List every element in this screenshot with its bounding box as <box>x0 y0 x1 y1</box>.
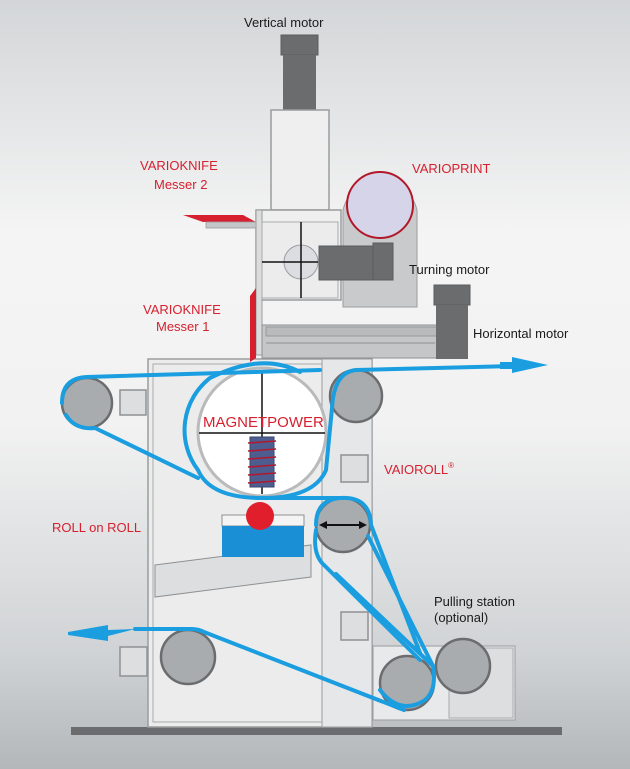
label-messer-1: Messer 1 <box>156 319 209 334</box>
registered-mark: ® <box>448 461 454 470</box>
bracket-blocks <box>119 389 369 677</box>
knife-head <box>255 209 342 356</box>
outfeed-arrow <box>500 357 548 373</box>
roller-bottom-left <box>159 628 217 686</box>
magnet-coil <box>249 436 275 488</box>
label-magnetpower: MAGNETPOWER <box>203 414 324 431</box>
base-plate <box>71 727 562 735</box>
infeed-arrow <box>68 625 135 641</box>
roller-pulling-2 <box>434 637 492 695</box>
varioknife-1-blade <box>250 288 256 362</box>
label-pulling-station: Pulling station <box>434 594 515 609</box>
label-horizontal-motor: Horizontal motor <box>473 326 569 341</box>
vertical-motor <box>280 34 319 110</box>
varioknife-2-blade <box>183 215 257 229</box>
vertical-column <box>270 109 330 211</box>
label-messer-2: Messer 2 <box>154 177 207 192</box>
magnetpower-drum <box>196 366 328 498</box>
label-vertical-motor: Vertical motor <box>244 15 324 30</box>
label-varioknife-1: VARIOKNIFE <box>143 302 221 317</box>
label-vaioroll: VAIOROLL® <box>384 461 454 477</box>
label-turning-motor: Turning motor <box>409 262 490 277</box>
label-pulling-station-optional: (optional) <box>434 610 488 625</box>
varioprint-unit <box>342 171 418 308</box>
turning-motor <box>318 242 394 281</box>
red-roller <box>246 502 274 530</box>
roller-right-upper <box>328 368 384 424</box>
label-varioprint: VARIOPRINT <box>412 161 491 176</box>
label-vaioroll-text: VAIOROLL <box>384 462 448 477</box>
label-varioknife-2: VARIOKNIFE <box>140 158 218 173</box>
web-path <box>60 357 548 712</box>
rollers <box>60 368 492 712</box>
horizontal-rail <box>261 324 438 359</box>
label-roll-on-roll: ROLL on ROLL <box>52 520 141 535</box>
horizontal-motor <box>433 284 471 359</box>
print-cylinder <box>346 171 414 239</box>
